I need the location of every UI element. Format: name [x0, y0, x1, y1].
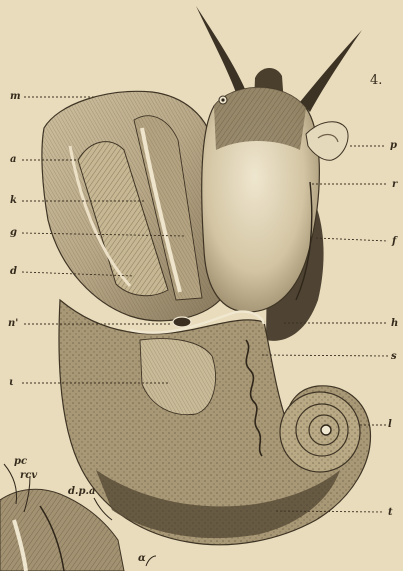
coiled-spire: [280, 392, 360, 472]
label-t: t: [388, 507, 393, 519]
label-r: r: [392, 179, 397, 191]
label-rcv: rcv: [20, 470, 37, 482]
visceral-mass: [59, 300, 370, 545]
figure-number: 4.: [370, 74, 382, 88]
leader-s: [262, 355, 388, 356]
label-iota: ι: [9, 377, 14, 389]
label-s: s: [391, 351, 397, 363]
spire-apex: [321, 425, 331, 435]
label-p: p: [390, 140, 397, 152]
mantle-flap: [42, 91, 220, 320]
label-l: l: [388, 419, 392, 431]
label-n-prime: n': [8, 318, 18, 330]
label-dpa: d.p.a: [68, 486, 95, 498]
label-alpha: α: [138, 553, 146, 565]
label-f: f: [392, 236, 396, 248]
label-d: d: [10, 266, 17, 278]
label-m: m: [10, 91, 21, 103]
head-body: [202, 88, 348, 313]
label-g: g: [10, 227, 17, 239]
label-k: k: [10, 195, 17, 207]
tentacle-left: [196, 6, 248, 98]
tentacle-right: [300, 30, 362, 112]
leader-f: [316, 238, 388, 241]
label-h: h: [391, 318, 398, 330]
organ-opening: [173, 317, 191, 327]
label-a: a: [10, 154, 16, 166]
label-pc: pc: [14, 456, 27, 468]
